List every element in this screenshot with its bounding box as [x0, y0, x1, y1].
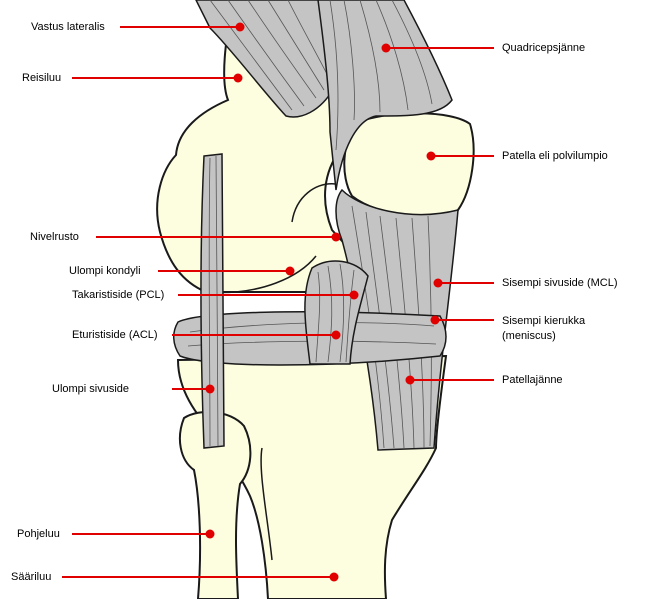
dot-acl — [331, 330, 341, 340]
leader-lines — [62, 22, 494, 582]
tibia-contour — [260, 447, 273, 561]
condyle-contour — [205, 255, 317, 294]
label-lcl: Ulompi sivuside — [52, 383, 130, 395]
dot-patellar-tendon — [405, 375, 415, 385]
label-acl: Eturistiside (ACL) — [72, 329, 158, 341]
intercondylar-contour — [291, 183, 337, 223]
label-patella: Patella eli polvilumpio — [502, 150, 608, 162]
label-meniscus-line2: (meniscus) — [502, 330, 556, 342]
label-fibula: Pohjeluu — [17, 528, 60, 540]
dot-quadriceps-tendon — [381, 43, 391, 53]
dot-lcl — [205, 384, 215, 394]
dot-lateral-condyle — [285, 266, 295, 276]
dot-mcl — [433, 278, 443, 288]
fibula-shape — [178, 410, 252, 599]
dot-vastus-lateralis — [235, 22, 245, 32]
label-patellar-tendon: Patellajänne — [502, 374, 563, 386]
dot-femur — [233, 73, 243, 83]
dot-patella — [426, 151, 436, 161]
label-meniscus-line1: Sisempi kierukka — [502, 315, 586, 327]
patella-shape — [343, 112, 475, 218]
label-mcl: Sisempi sivuside (MCL) — [502, 277, 618, 289]
dot-tibia — [329, 572, 339, 582]
label-tibia: Sääriluu — [11, 571, 52, 583]
label-lateral-condyle: Ulompi kondyli — [69, 265, 141, 277]
label-pcl: Takaristiside (PCL) — [72, 289, 165, 301]
label-vastus-lateralis: Vastus lateralis — [31, 21, 105, 33]
label-femur: Reisiluu — [22, 72, 62, 84]
dot-meniscus — [430, 315, 440, 325]
lateral-collateral-ligament — [200, 153, 225, 449]
label-cartilage: Nivelrusto — [30, 231, 79, 243]
soft-tissues — [173, 0, 459, 451]
dot-pcl — [349, 290, 359, 300]
label-quadriceps-tendon: Quadricepsjänne — [502, 42, 586, 54]
dot-fibula — [205, 529, 215, 539]
dot-cartilage — [331, 232, 341, 242]
